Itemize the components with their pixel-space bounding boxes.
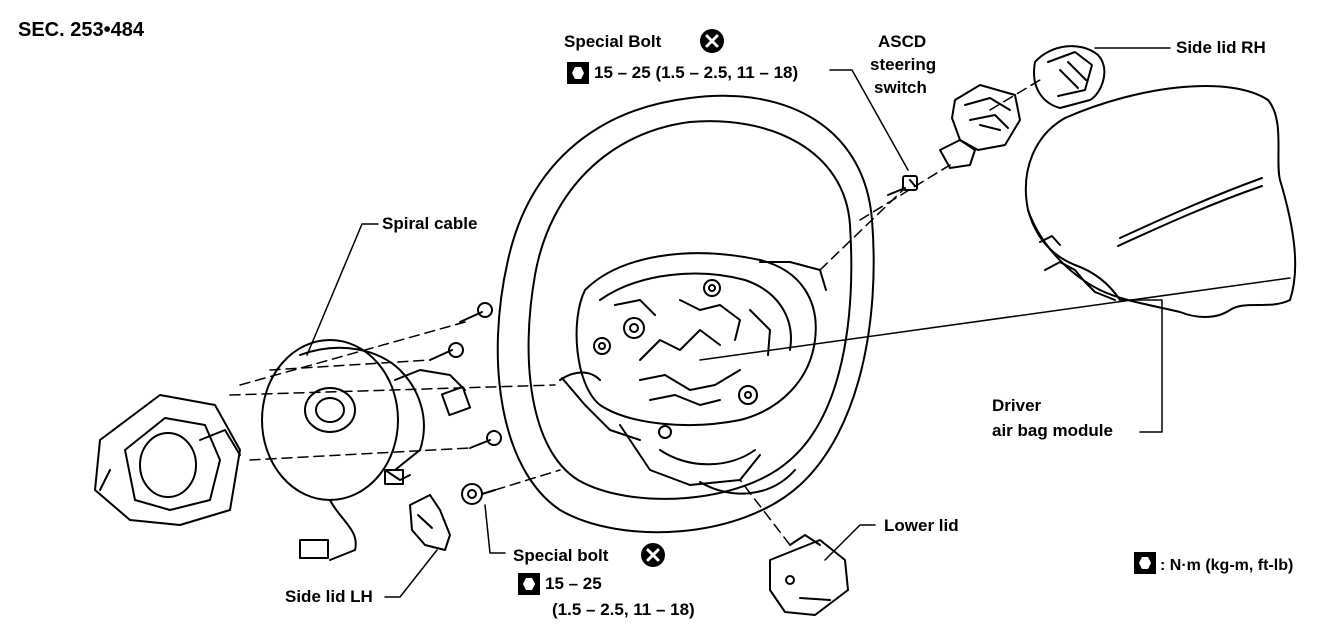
torque-bottom-units: (1.5 – 2.5, 11 – 18) xyxy=(552,600,695,619)
special-bolt-lower xyxy=(461,483,496,505)
ascd-label-line1: ASCD xyxy=(878,32,927,51)
assembly-lines xyxy=(229,79,1041,546)
torque-wrench-icon xyxy=(518,573,540,595)
spiral-cable-label: Spiral cable xyxy=(382,214,478,233)
torque-top-value: 15 – 25 (1.5 – 2.5, 11 – 18) xyxy=(594,63,799,82)
side-lid-lh-label: Side lid LH xyxy=(285,587,373,606)
driver-label-line1: Driver xyxy=(992,396,1042,415)
special-bolt-top-label: Special Bolt xyxy=(564,32,662,51)
lower-lid-label: Lower lid xyxy=(884,516,959,535)
driver-air-bag-module xyxy=(1024,85,1297,318)
driver-label-line2: air bag module xyxy=(992,421,1113,440)
side-lid-lh xyxy=(409,494,451,551)
ascd-label-line3: switch xyxy=(874,78,927,97)
legend-units: : N·m (kg-m, ft-lb) xyxy=(1160,557,1294,574)
do-not-reuse-x-icon xyxy=(641,543,665,567)
ascd-label-line2: steering xyxy=(870,55,937,74)
lower-lid xyxy=(769,534,849,616)
torque-bottom-value: 15 – 25 xyxy=(545,574,602,593)
side-lid-rh-label: Side lid RH xyxy=(1176,38,1266,57)
steering-wheel xyxy=(496,94,875,534)
side-lid-rh xyxy=(1033,45,1106,109)
torque-wrench-icon xyxy=(1134,552,1156,574)
spiral-screws xyxy=(429,302,502,449)
ascd-steering-switch xyxy=(939,84,1021,169)
do-not-reuse-x-icon xyxy=(700,29,724,53)
spiral-cable xyxy=(261,339,472,561)
column-cover xyxy=(94,394,241,526)
special-bolt-bottom-label: Special bolt xyxy=(513,546,609,565)
section-number: SEC. 253•484 xyxy=(18,19,144,41)
leader-lines xyxy=(306,47,1291,598)
asc-bolt xyxy=(887,175,918,196)
torque-wrench-icon xyxy=(567,62,589,84)
